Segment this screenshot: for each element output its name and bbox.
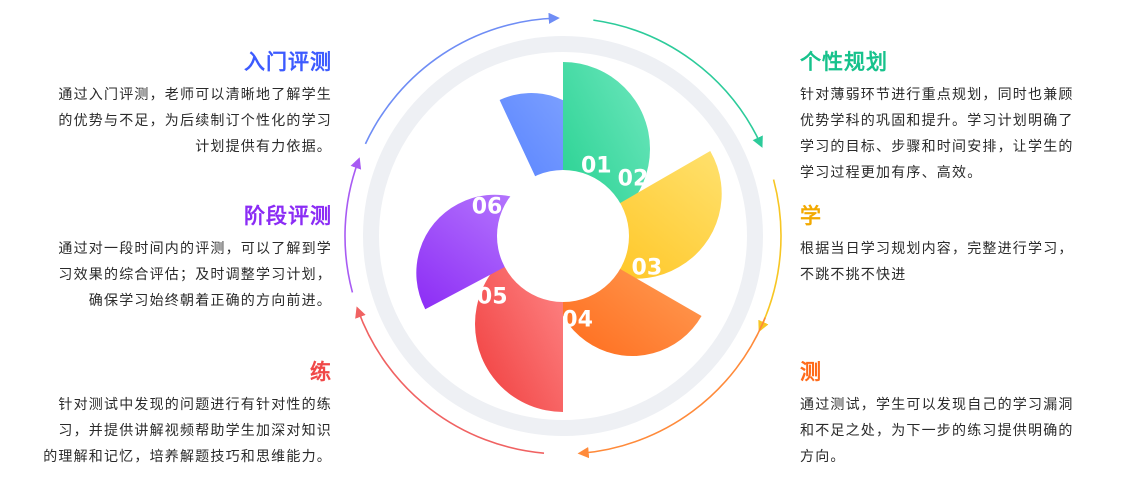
petal-label-02: 02 <box>618 166 649 191</box>
step-description: 通过入门评测，老师可以清晰地了解学生 的优势与不足，为后续制订个性化的学习 计划… <box>58 87 332 155</box>
petal-label-01: 01 <box>581 154 612 179</box>
cycle-arrow-6 <box>344 157 362 293</box>
petal-label-03: 03 <box>632 256 663 281</box>
petal-label-06: 06 <box>472 194 503 219</box>
step-title: 个性规划 <box>800 50 888 74</box>
step-description: 针对测试中发现的问题进行有针对性的练 习，并提供讲解视频帮助学生加深对知识 的理… <box>43 397 332 465</box>
cycle-arrows <box>344 12 782 459</box>
step-practice: 练 针对测试中发现的问题进行有针对性的练 习，并提供讲解视频帮助学生加深对知识 … <box>2 358 332 470</box>
step-personal-plan: 个性规划 针对薄弱环节进行重点规划，同时也兼顾 优势学科的巩固和提升。学习计划明… <box>800 48 1130 186</box>
step-title: 入门评测 <box>244 50 332 74</box>
step-stage-assessment: 阶段评测 通过对一段时间内的评测，可以了解到学 习效果的综合评估；及时调整学习计… <box>2 202 332 314</box>
step-title: 阶段评测 <box>244 204 332 228</box>
cycle-arrow-4 <box>577 317 766 459</box>
outer-ring <box>363 36 763 436</box>
step-test: 测 通过测试，学生可以发现自己的学习漏洞 和不足之处，为下一步的练习提供明确的 … <box>800 358 1130 470</box>
step-entry-assessment: 入门评测 通过入门评测，老师可以清晰地了解学生 的优势与不足，为后续制订个性化的… <box>2 48 332 160</box>
step-description: 根据当日学习规划内容，完整进行学习， 不跳不挑不快进 <box>800 241 1074 283</box>
step-title: 测 <box>800 360 822 384</box>
petal-label-05: 05 <box>477 284 508 309</box>
cycle-arrow-5 <box>355 306 545 454</box>
step-description: 通过对一段时间内的评测，可以了解到学 习效果的综合评估；及时调整学习计划， 确保… <box>58 241 332 309</box>
step-description: 通过测试，学生可以发现自己的学习漏洞 和不足之处，为下一步的练习提供明确的 方向… <box>800 397 1074 465</box>
cycle-arrow-2 <box>593 19 763 148</box>
petal-label-04: 04 <box>562 308 593 333</box>
step-study: 学 根据当日学习规划内容，完整进行学习， 不跳不挑不快进 <box>800 202 1130 288</box>
step-description: 针对薄弱环节进行重点规划，同时也兼顾 优势学科的巩固和提升。学习计划明确了 学习… <box>800 87 1074 181</box>
step-title: 练 <box>310 360 332 384</box>
center-hole <box>497 170 629 302</box>
outer-ring-band <box>363 36 763 436</box>
step-title: 学 <box>800 204 822 228</box>
cycle-arrow-1 <box>364 12 560 145</box>
cycle-arrow-3 <box>758 179 782 333</box>
